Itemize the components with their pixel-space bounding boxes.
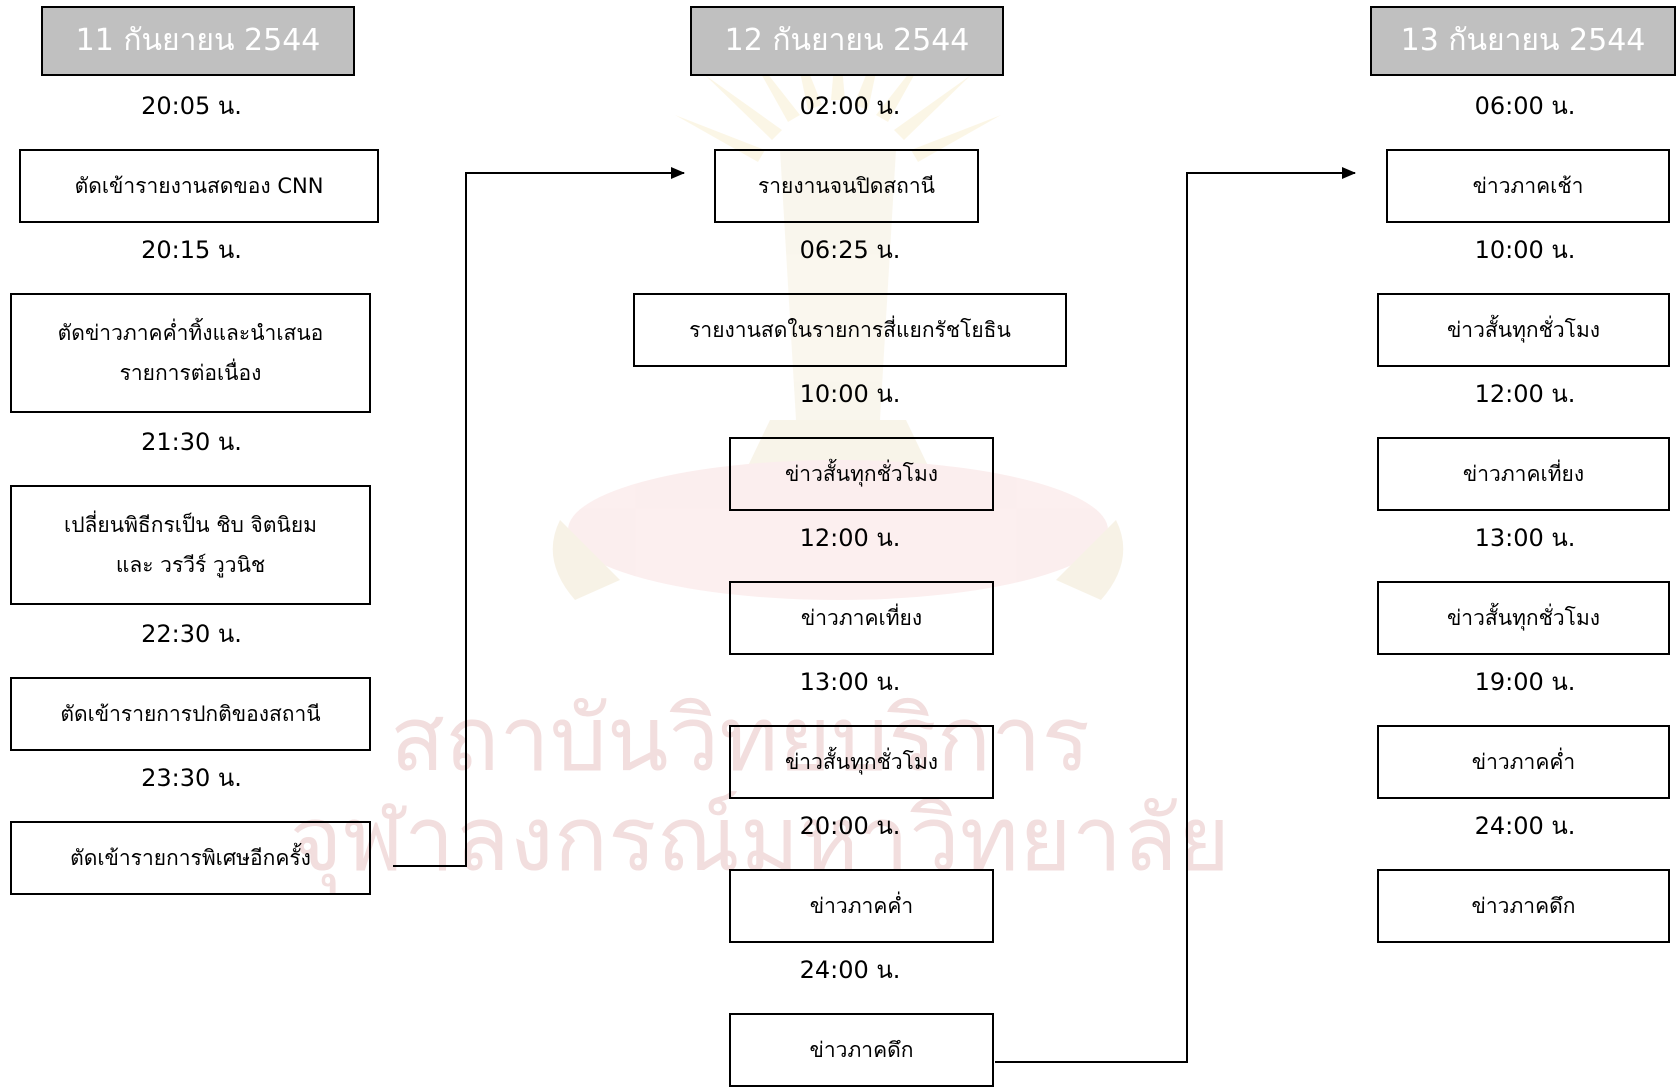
day-header: 13 กันยายน 2544 bbox=[1370, 6, 1676, 76]
event-time: 10:00 น. bbox=[1474, 236, 1576, 264]
event-box: ข่าวภาคค่ำ bbox=[1377, 725, 1670, 799]
event-box: ข่าวภาคค่ำ bbox=[729, 869, 994, 943]
event-box: ตัดเข้ารายงานสดของ CNN bbox=[19, 149, 379, 223]
event-time: 19:00 น. bbox=[1474, 668, 1576, 696]
event-time: 24:00 น. bbox=[1474, 812, 1576, 840]
event-box: ข่าวภาคดึก bbox=[1377, 869, 1670, 943]
event-time: 12:00 น. bbox=[799, 524, 901, 552]
event-box: เปลี่ยนพิธีกรเป็น ชิบ จิตนิยม และ วรวีร์… bbox=[10, 485, 371, 605]
event-time: 06:25 น. bbox=[799, 236, 901, 264]
event-box: ข่าวภาคเที่ยง bbox=[729, 581, 994, 655]
event-time: 02:00 น. bbox=[799, 92, 901, 120]
event-time: 22:30 น. bbox=[141, 620, 242, 648]
event-box: ข่าวสั้นทุกชั่วโมง bbox=[1377, 293, 1670, 367]
event-time: 06:00 น. bbox=[1474, 92, 1576, 120]
connector-arrow-day2-to-day3 bbox=[995, 167, 1356, 1063]
event-box: ตัดเข้ารายการพิเศษอีกครั้ง bbox=[10, 821, 371, 895]
event-time: 21:30 น. bbox=[141, 428, 242, 456]
event-time: 20:15 น. bbox=[141, 236, 242, 264]
event-time: 13:00 น. bbox=[799, 668, 901, 696]
event-box: ข่าวสั้นทุกชั่วโมง bbox=[729, 725, 994, 799]
event-box: ตัดข่าวภาคค่ำทิ้งและนำเสนอ รายการต่อเนื่… bbox=[10, 293, 371, 413]
event-time: 23:30 น. bbox=[141, 764, 242, 792]
event-box: รายงานจนปิดสถานี bbox=[714, 149, 979, 223]
event-time: 12:00 น. bbox=[1474, 380, 1576, 408]
event-time: 20:05 น. bbox=[141, 92, 242, 120]
event-box: ข่าวสั้นทุกชั่วโมง bbox=[1377, 581, 1670, 655]
event-box: ข่าวภาคเที่ยง bbox=[1377, 437, 1670, 511]
event-box: ตัดเข้ารายการปกติของสถานี bbox=[10, 677, 371, 751]
day-header: 11 กันยายน 2544 bbox=[41, 6, 355, 76]
event-box: ข่าวภาคเช้า bbox=[1386, 149, 1670, 223]
event-time: 20:00 น. bbox=[799, 812, 901, 840]
event-time: 13:00 น. bbox=[1474, 524, 1576, 552]
connector-arrow-day1-to-day2 bbox=[393, 167, 685, 867]
day-header: 12 กันยายน 2544 bbox=[690, 6, 1004, 76]
event-box: ข่าวภาคดึก bbox=[729, 1013, 994, 1087]
event-box: ข่าวสั้นทุกชั่วโมง bbox=[729, 437, 994, 511]
event-time: 10:00 น. bbox=[799, 380, 901, 408]
event-box: รายงานสดในรายการสี่แยกรัชโยธิน bbox=[633, 293, 1067, 367]
event-time: 24:00 น. bbox=[799, 956, 901, 984]
